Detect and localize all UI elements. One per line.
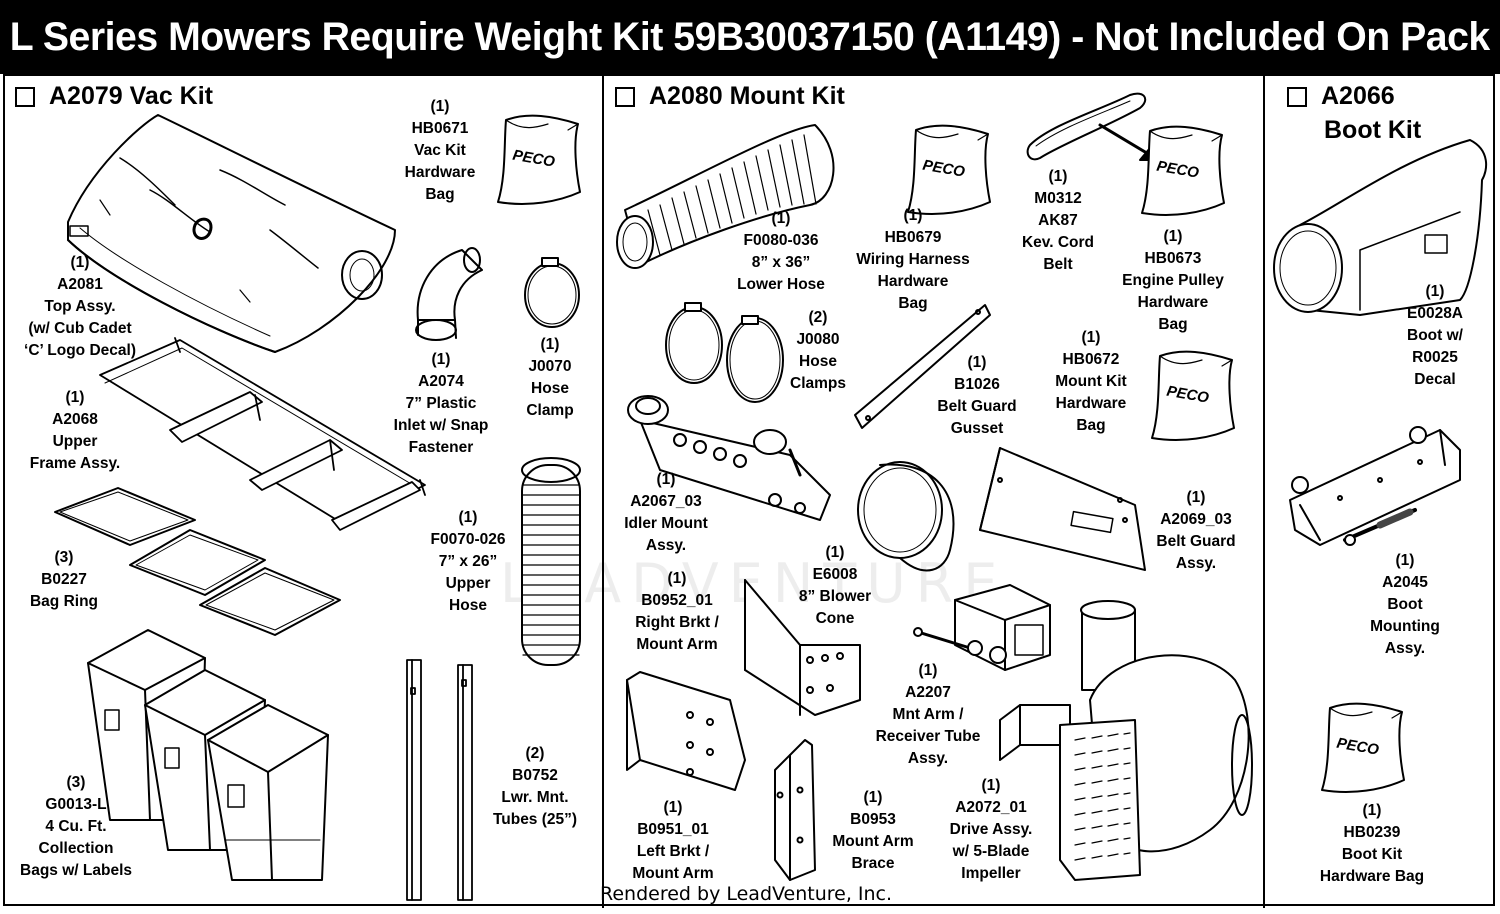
- footer-credit: Rendered by LeadVenture, Inc.: [600, 883, 893, 905]
- section-divider-2: [1263, 74, 1265, 908]
- hose-clamp-drawing: [524, 257, 580, 328]
- section-mount-kit-title[interactable]: A2080 Mount Kit: [615, 82, 845, 111]
- boot-kit-title-text-2: Boot Kit: [1324, 116, 1422, 144]
- plastic-inlet-drawing: [415, 247, 483, 341]
- vac-kit-checkbox[interactable]: [15, 86, 35, 107]
- drive-assy-drawing: [999, 600, 1253, 881]
- belt-guard-drawing: [979, 447, 1146, 571]
- diagram-frame: [3, 74, 1495, 906]
- boot-kit-title-text: A2066: [1321, 82, 1395, 110]
- page-title: L Series Mowers Require Weight Kit 59B30…: [10, 14, 1491, 59]
- mount-kit-title-text: A2080 Mount Kit: [649, 82, 845, 110]
- section-vac-kit-title[interactable]: A2079 Vac Kit: [15, 82, 213, 111]
- kevlar-belt-drawing: [1026, 92, 1159, 161]
- hardware-bag-hb0672-icon: PECO: [1151, 350, 1235, 441]
- boot-kit-checkbox[interactable]: [1287, 86, 1307, 107]
- mount-kit-checkbox[interactable]: [615, 86, 635, 107]
- hardware-bag-hb0679-icon: PECO: [907, 124, 991, 215]
- hardware-bag-hb0239-icon: PECO: [1321, 702, 1405, 793]
- idler-mount-drawing: [627, 395, 831, 521]
- top-assy-drawing: [67, 114, 396, 353]
- mount-arm-brace-drawing: [774, 739, 816, 881]
- vac-kit-title-text: A2079 Vac Kit: [49, 82, 213, 110]
- upper-frame-drawing: [99, 337, 426, 531]
- belt-guard-gusset-drawing: [854, 304, 991, 429]
- left-bracket-drawing: [626, 671, 746, 791]
- receiver-tube-drawing: [913, 584, 1051, 671]
- section-divider-1: [602, 74, 604, 908]
- upper-hose-drawing: [521, 457, 581, 666]
- boot-mounting-drawing: [1289, 426, 1461, 546]
- section-boot-kit-title[interactable]: A2066: [1287, 82, 1395, 111]
- right-bracket-drawing: [744, 579, 861, 716]
- hardware-bag-hb0671-icon: PECO: [497, 114, 581, 205]
- blower-cone-drawing: [857, 461, 955, 572]
- collection-bags-drawing: [87, 629, 329, 881]
- hardware-bag-hb0673-icon: PECO: [1141, 125, 1225, 216]
- lower-mount-tubes-drawing: [406, 659, 473, 901]
- lower-hose-drawing: [616, 124, 835, 269]
- hose-clamps-drawing: [665, 302, 784, 403]
- bag-rings-drawing: [54, 487, 341, 636]
- boot-drawing: [1273, 139, 1488, 316]
- header-banner: L Series Mowers Require Weight Kit 59B30…: [0, 0, 1500, 74]
- boot-kit-title-line2: Boot Kit: [1324, 116, 1421, 145]
